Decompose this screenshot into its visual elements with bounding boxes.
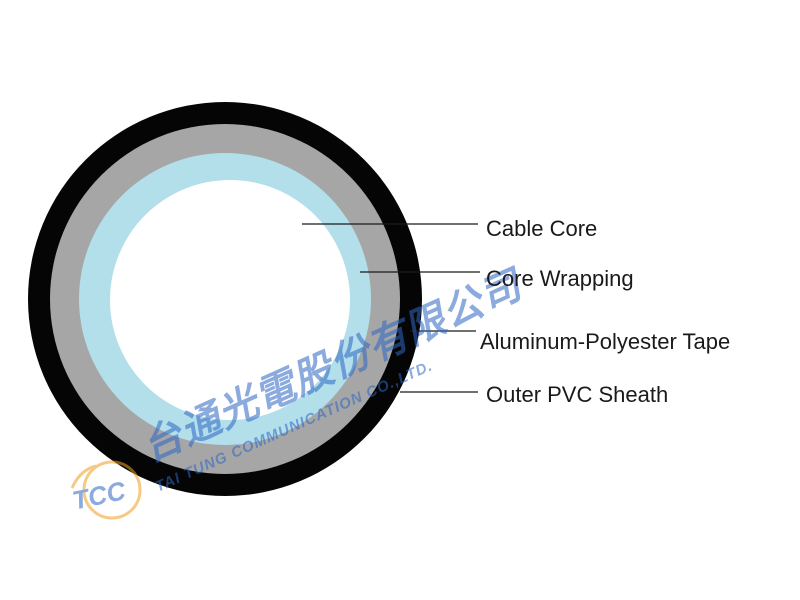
label-cable-core: Cable Core [486,216,598,241]
label-aluminum-polyester-tape: Aluminum-Polyester Tape [480,329,731,354]
cable-core-layer [110,180,350,420]
label-core-wrapping: Core Wrapping [486,266,634,291]
svg-text:TCC: TCC [70,475,130,516]
label-outer-pvc-sheath: Outer PVC Sheath [486,382,669,407]
